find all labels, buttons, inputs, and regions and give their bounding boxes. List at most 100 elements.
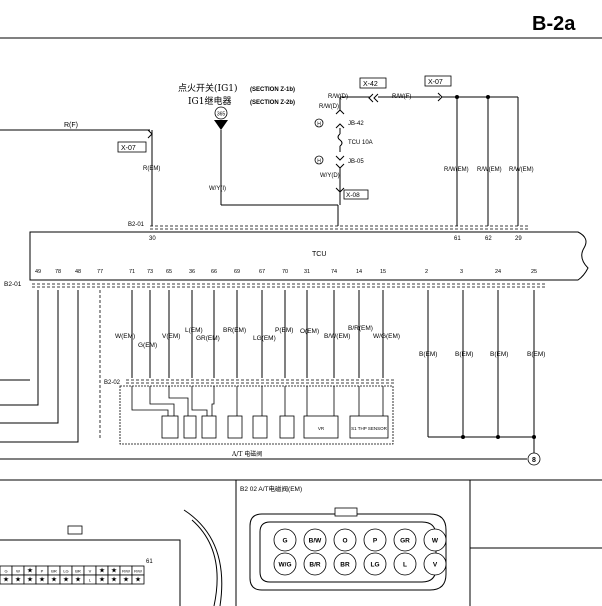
terminal-double-arrow — [368, 93, 379, 103]
tcu-bottom-pin-label: 2 — [425, 269, 428, 275]
bottom-connector-pin-label: W — [432, 538, 439, 545]
wire-label-rwem-3: R/W(EM) — [509, 167, 534, 173]
ecu-grid-cell-label: ★ — [51, 576, 57, 584]
tcu-bottom-pin-label: 73 — [147, 269, 153, 275]
bottom-connector-pin-label: V — [433, 562, 438, 569]
wire-label-wyi: W/Y(I) — [209, 186, 226, 192]
ecu-connector-curve — [183, 509, 223, 606]
bottom-connector-pin — [393, 528, 417, 552]
valve-label-vr: VR — [318, 426, 325, 431]
splice-dot — [532, 435, 536, 439]
wire-label-rf: R(F) — [64, 122, 78, 129]
terminal-arrow — [147, 129, 153, 139]
ecu-grid-cell-label: P — [41, 569, 44, 574]
bottom-connector-pin — [303, 528, 327, 552]
tcu-bottom-pin-label: 70 — [282, 269, 288, 275]
wire-label-lgem: LG(EM) — [253, 335, 276, 342]
wire-label-rem: R(EM) — [143, 166, 160, 172]
splice-dot — [461, 435, 465, 439]
tcu-bottom-pin-label: 3 — [460, 269, 463, 275]
ecu-grid-cell-label: ★ — [3, 576, 9, 584]
tcu-bottom-pin-label: 66 — [211, 269, 217, 275]
tcu-label: TCU — [312, 251, 326, 258]
terminal-arrow-jb42-b — [335, 123, 345, 129]
h-mark-1 — [314, 118, 324, 128]
ground-node-label: 8 — [532, 457, 536, 464]
wire-label-grem: GR(EM) — [196, 335, 220, 342]
wire-label-bem-2: B(EM) — [455, 351, 473, 358]
wire-label-rwd: R/W(D) — [328, 94, 348, 100]
tcu-bottom-pin-label: 71 — [129, 269, 135, 275]
connector-label-x07-right: X-07 — [428, 79, 443, 86]
ecu-grid-cell-label: ★ — [39, 576, 45, 584]
ecu-grid-cell-label: ★ — [75, 576, 81, 584]
wire-label-rwd2: R/W(D) — [319, 104, 339, 110]
label-tcu10a: TCU 10A — [348, 140, 373, 146]
tcu-top-pin-62: 62 — [485, 236, 492, 242]
tcu-bottom-pin-label: 67 — [259, 269, 265, 275]
wire-label-vem: V(EM) — [162, 333, 180, 340]
h-mark-2 — [314, 155, 324, 165]
bottom-connector-pin-label: L — [403, 562, 407, 569]
wire-label-bem-3: B(EM) — [490, 351, 508, 358]
tcu-top-pin-30: 30 — [149, 236, 156, 242]
wire-label-oem: O(EM) — [300, 328, 319, 335]
tcu-bottom-pin-label: 48 — [75, 269, 81, 275]
node-365 — [214, 106, 228, 120]
ecu-grid-cell-label: R/W — [134, 569, 142, 574]
splice-dot — [496, 435, 500, 439]
valve-label-sensor: S1 THP SENSOR — [351, 426, 388, 431]
ecu-grid-cell-label: LG — [63, 569, 68, 574]
bottom-connector-pin-label: B/W — [309, 538, 323, 545]
ecu-grid-cell-label: BR — [51, 569, 57, 574]
ecu-grid-cell-label: BR — [75, 569, 81, 574]
ecu-grid-cell-label: R/W — [122, 569, 130, 574]
ignition-line1: 点火开关(IG1) — [178, 82, 238, 94]
solenoid-coils — [131, 386, 389, 439]
connector-label-x07-left: X-07 — [121, 145, 136, 152]
ecu-grid-cell-label: V — [89, 569, 92, 574]
wire-label-bwem: B/W(EM) — [324, 333, 350, 340]
ecu-grid-cell-label: ★ — [63, 576, 69, 584]
ecu-pin-61: 61 — [146, 559, 153, 565]
node-365-label: 365 — [217, 112, 226, 118]
ecu-grid-cell-label: ★ — [123, 576, 129, 584]
tcu-bottom-pin-label: 77 — [97, 269, 103, 275]
label-jb05: JB-05 — [348, 159, 364, 165]
ecu-grid-cell-label: W — [16, 569, 20, 574]
tcu-bottom-pin-label: 24 — [495, 269, 501, 275]
bottom-connector-pin-label: B/R — [309, 562, 321, 569]
ecu-connector-outline — [0, 539, 181, 606]
connector-label-x42: X-42 — [363, 81, 378, 88]
bottom-connector-pin-label: GR — [400, 538, 410, 545]
bottom-connector-pin — [273, 552, 297, 576]
connector-label-b201-left: B2-01 — [4, 281, 22, 288]
ecu-grid-cell-label: ★ — [99, 576, 105, 584]
wire-left-2 — [0, 290, 59, 424]
bottom-connector-pin-label: P — [373, 538, 378, 545]
ignition-line1-ref: (SECTION Z-1b) — [250, 87, 295, 93]
bottom-connector-pin-label: W/G — [279, 562, 292, 569]
wire-label-rwem-2: R/W(EM) — [477, 167, 502, 173]
bottom-connector-pin-label: LG — [370, 562, 379, 569]
terminal-arrow-jb42 — [335, 109, 345, 115]
connector-label-b201-top: B2-01 — [128, 222, 145, 228]
ecu-grid-cell-label: ★ — [135, 576, 141, 584]
ignition-line2: IG1继电器 — [188, 95, 231, 107]
connector-x07-left — [117, 141, 147, 153]
ecu-grid-cell-label: ★ — [111, 567, 117, 575]
ecu-grid-cell-label: L — [89, 578, 92, 583]
bottom-connector-title: B2 02 A/T电磁阀(EM) — [240, 484, 302, 493]
wire-left-1 — [0, 290, 39, 406]
connector-x42 — [359, 77, 387, 89]
wire-label-gem: G(EM) — [138, 342, 157, 349]
label-jb42: JB-42 — [348, 121, 364, 127]
wire-label-rwem-1: R/W(EM) — [444, 167, 469, 173]
terminal-arrow-jb05-b — [335, 163, 345, 169]
terminal-arrow-jb05 — [335, 155, 345, 161]
bottom-connector-pin-label: O — [342, 538, 347, 545]
wire-label-pem: P(EM) — [275, 327, 293, 334]
bottom-connector-pin — [363, 528, 387, 552]
connector-label-b202: B2-02 — [104, 380, 121, 386]
